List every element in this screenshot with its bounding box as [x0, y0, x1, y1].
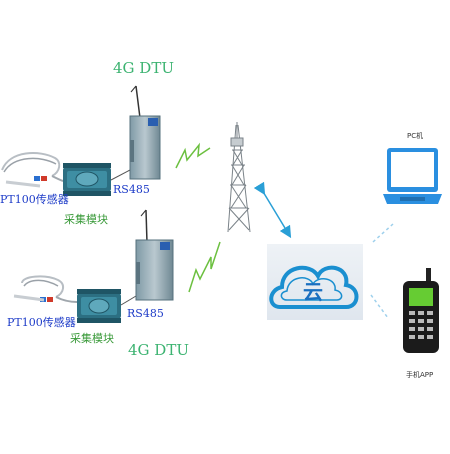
wireless-signal-icon — [188, 241, 221, 293]
rs485-label: RS485 — [113, 183, 150, 196]
phone-label: 手机APP — [406, 371, 434, 379]
pc-label: PC机 — [407, 132, 424, 140]
tower-cloud-link — [253, 181, 292, 239]
mobile-phone-icon — [403, 268, 439, 353]
rs485-label: RS485 — [127, 307, 164, 320]
cloud-pc-link — [372, 223, 394, 243]
temperature-probe-icon — [1, 152, 64, 188]
sensor-label: PT100传感器 — [0, 193, 69, 206]
module-label: 采集模块 — [70, 332, 114, 345]
dtu-device-icon — [129, 85, 161, 180]
dtu-title: 4G DTU — [113, 59, 174, 77]
acquisition-module-icon — [63, 163, 111, 196]
sensor-label: PT100传感器 — [7, 316, 76, 329]
dtu-device-icon — [135, 209, 174, 301]
cloud-icon: 云 — [267, 244, 363, 320]
module-label: 采集模块 — [64, 213, 108, 226]
temperature-probe-icon — [13, 275, 78, 303]
dtu-title: 4G DTU — [128, 341, 189, 359]
cloud-glyph: 云 — [303, 280, 323, 304]
cell-tower-icon — [227, 122, 251, 233]
laptop-icon — [383, 148, 442, 204]
acquisition-module-icon — [77, 289, 121, 323]
wireless-signal-icon — [175, 142, 211, 169]
cloud-phone-link — [370, 294, 389, 319]
